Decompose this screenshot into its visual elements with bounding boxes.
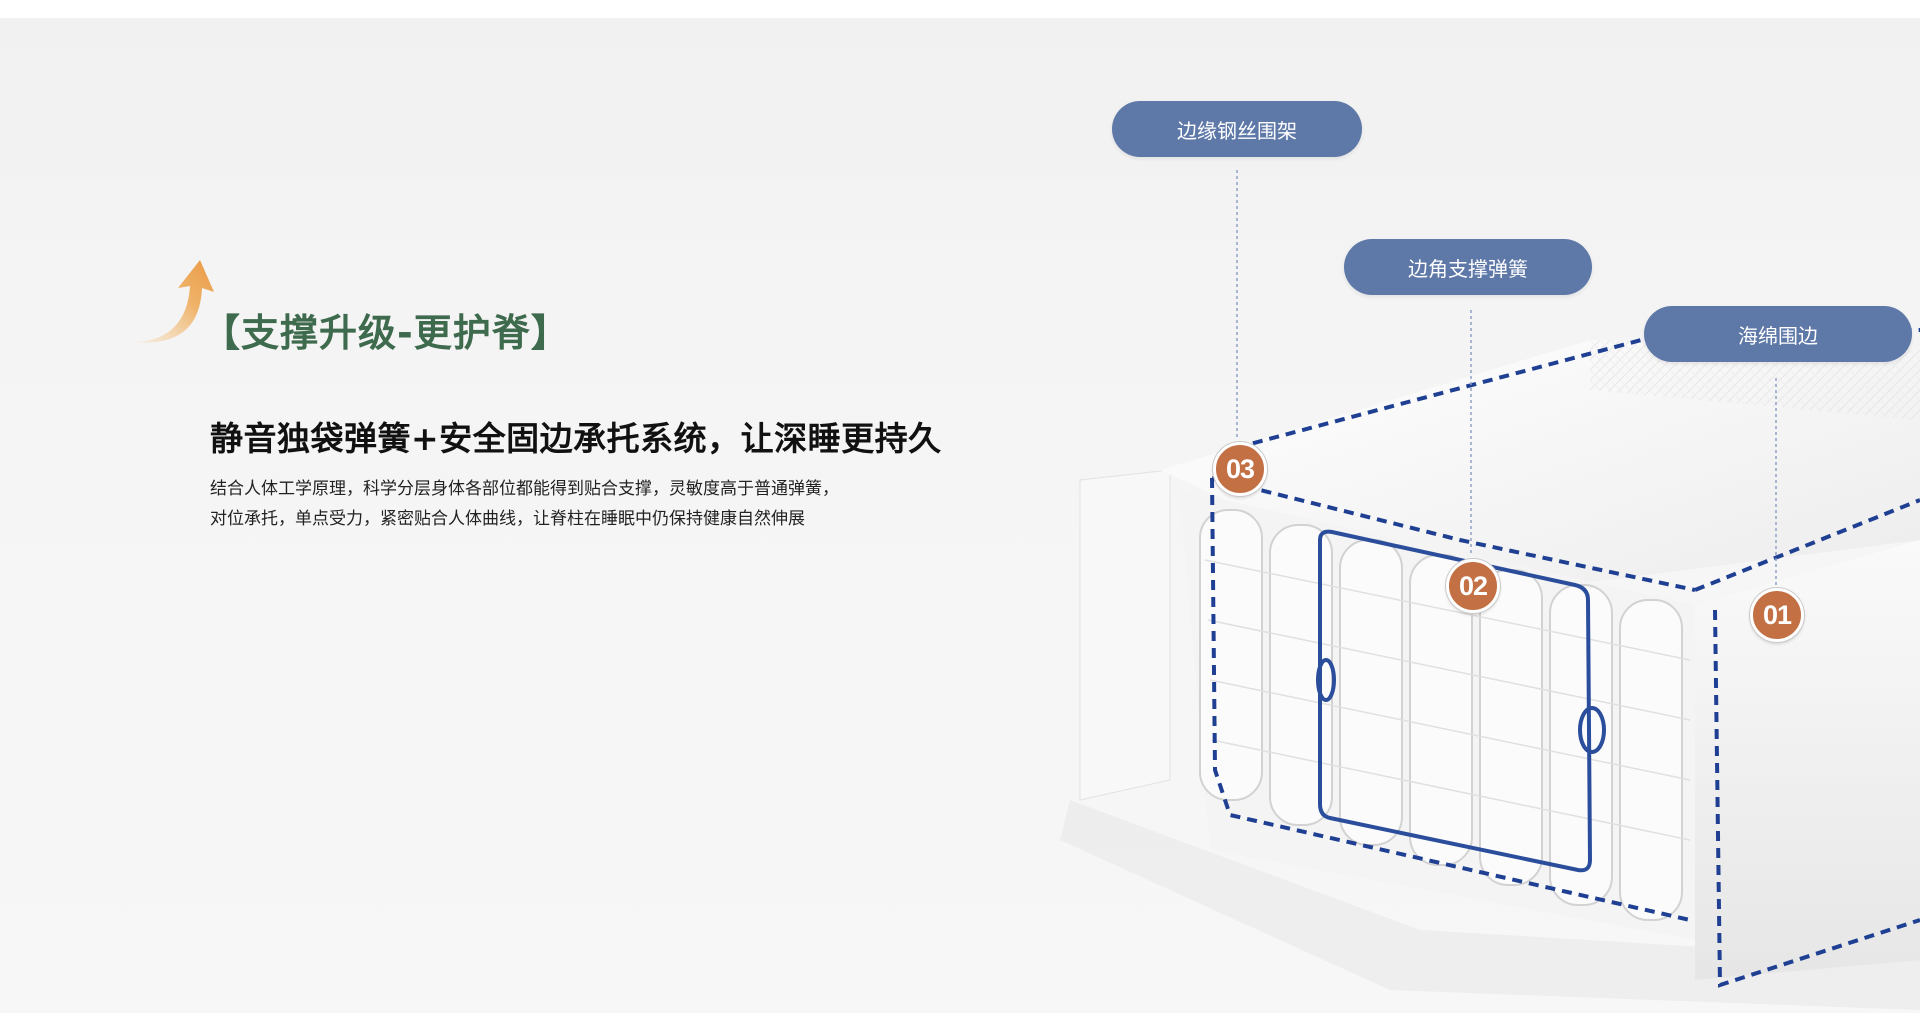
spring-pocket bbox=[1199, 509, 1263, 801]
dashed-outline bbox=[1210, 328, 1920, 988]
mattress-illustration bbox=[1030, 0, 1920, 1020]
description-line-1: 结合人体工学原理，科学分层身体各部位都能得到贴合支撑，灵敏度高于普通弹簧， bbox=[210, 479, 839, 499]
callout-label-foam-edge: 海绵围边 bbox=[1644, 306, 1912, 362]
up-arrow-icon bbox=[132, 260, 214, 343]
spring-pocket bbox=[1619, 599, 1683, 921]
callout-badge-02: 02 bbox=[1446, 559, 1500, 613]
wire-ring bbox=[1578, 706, 1606, 754]
spring-pocket bbox=[1479, 569, 1543, 886]
spring-pocket bbox=[1269, 524, 1333, 826]
wire-ring bbox=[1316, 658, 1336, 702]
callout-label-corner-springs: 边角支撑弹簧 bbox=[1344, 239, 1592, 295]
description-line-2: 对位承托，单点受力，紧密贴合人体曲线，让脊柱在睡眠中仍保持健康自然伸展 bbox=[210, 509, 805, 529]
callout-badge-03: 03 bbox=[1213, 442, 1267, 496]
callout-badge-01: 01 bbox=[1750, 588, 1804, 642]
callout-label-steel-frame: 边缘钢丝围架 bbox=[1112, 101, 1362, 157]
subheading: 静音独袋弹簧+安全固边承托系统，让深睡更持久 bbox=[210, 419, 942, 458]
bottom-strip bbox=[0, 1013, 1920, 1020]
left-foam-block bbox=[1079, 469, 1171, 801]
leader-lines bbox=[1236, 170, 1777, 585]
spring-pocket bbox=[1339, 539, 1403, 846]
section-heading-block: 【支撑升级-更护脊】 bbox=[130, 250, 650, 360]
corner-support-wire bbox=[1318, 529, 1593, 873]
mattress-cutaway-drawing bbox=[1060, 170, 1920, 1010]
spring-coil-lines bbox=[1204, 559, 1691, 841]
foam-edge-side bbox=[1695, 540, 1920, 980]
section-heading: 【支撑升级-更护脊】 bbox=[202, 311, 570, 355]
